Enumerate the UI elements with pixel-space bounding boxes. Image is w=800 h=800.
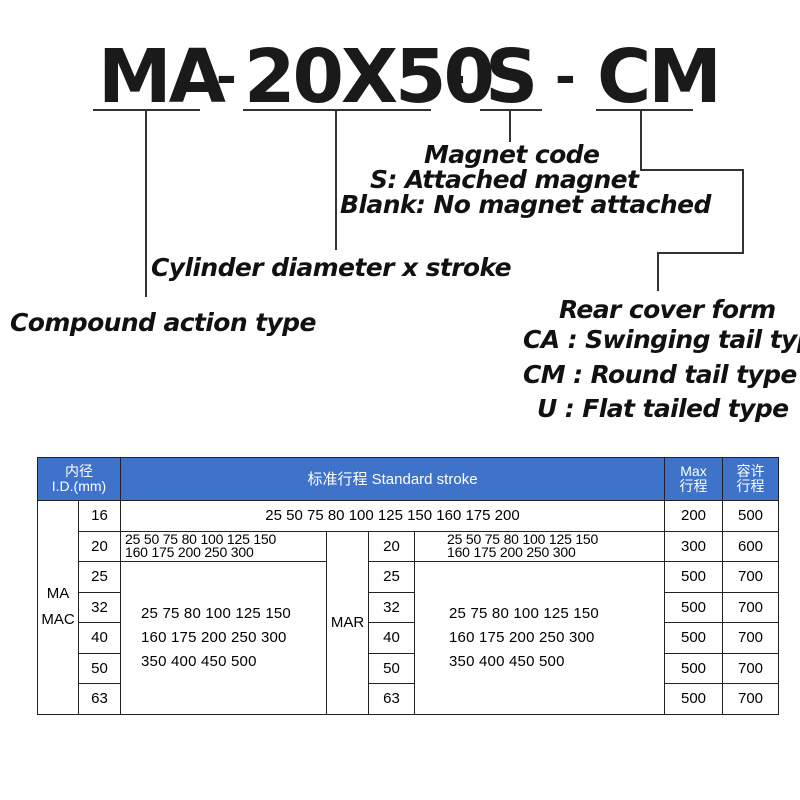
leader-cover: [640, 110, 744, 291]
allow-cell: 600: [722, 530, 779, 562]
allow-cell: 500: [722, 500, 779, 532]
table-row: 25 25 75 80 100 125 150 160 175 200 250 …: [38, 561, 779, 715]
bore-cell: 40: [78, 622, 121, 654]
table-row: 63 63 500 700: [38, 683, 779, 715]
table-row: 32 32 500 700: [38, 591, 779, 623]
max-cell: 500: [664, 591, 723, 623]
stroke-range-line2: 160 175 200 250 300: [141, 628, 287, 646]
compound-label: Compound action type: [10, 308, 316, 337]
rear-cover-title: Rear cover form: [559, 295, 776, 324]
rear-ca-label: CA : Swinging tail type: [523, 325, 800, 354]
table-row: 50 50 500 700: [38, 652, 779, 684]
type-mar: MAR: [326, 530, 369, 715]
mar-stroke-range: 25 75 80 100 125 150 160 175 200 250 300…: [414, 561, 665, 715]
magnet-blank-label: Blank: No magnet attached: [340, 190, 711, 219]
mar-bore-cell: 63: [368, 683, 415, 715]
stroke-range-line1: 25 75 80 100 125 150: [141, 604, 291, 622]
header-allow-1: 容许: [736, 463, 765, 479]
mar-bore-cell: 50: [368, 652, 415, 684]
allow-cell: 700: [722, 683, 779, 715]
mar-stroke-range-line3: 350 400 450 500: [449, 652, 565, 670]
bore-cell: 50: [78, 652, 121, 684]
type-ma-mac: MA MAC: [37, 500, 79, 715]
model-prefix: MA: [98, 34, 226, 120]
allow-cell: 700: [722, 591, 779, 623]
table-row: 40 40 500 700: [38, 622, 779, 654]
header-bore-cn: 内径: [65, 463, 93, 479]
model-magnet: S: [485, 34, 538, 120]
mar-bore-cell: 25: [368, 561, 415, 593]
dash-3: -: [555, 48, 576, 106]
stroke-20-line1: 25 50 75 80 100 125 150: [125, 531, 277, 548]
stroke-20-line2: 160 175 200 250 300: [125, 544, 254, 561]
rear-u-label: U : Flat tailed type: [537, 394, 789, 423]
mar-bore-cell: 32: [368, 591, 415, 623]
header-stroke: 标准行程 Standard stroke: [120, 457, 665, 501]
mar-stroke-range-line1: 25 75 80 100 125 150: [449, 604, 599, 622]
stroke-20: 25 50 75 80 100 125 150 160 175 200 250 …: [120, 530, 327, 562]
header-max: Max 行程: [664, 457, 723, 501]
header-max-cn: 行程: [679, 478, 708, 494]
header-bore-en: I.D.(mm): [51, 478, 107, 494]
table-row: MA MAC 16 25 50 75 80 100 125 150 160 17…: [37, 500, 779, 715]
bore-cell: 20: [78, 530, 121, 562]
dash-1: -: [216, 48, 237, 106]
mar-stroke-20: 25 50 75 80 100 125 150 160 175 200 250 …: [414, 530, 665, 562]
bore-cell: 16: [78, 500, 121, 532]
max-cell: 500: [664, 561, 723, 593]
table-header-row: 内径 I.D.(mm) 标准行程 Standard stroke Max 行程 …: [37, 457, 779, 501]
model-size: 20X50: [244, 34, 495, 120]
rear-cm-label: CM : Round tail type: [523, 360, 797, 389]
mar-stroke-range-line2: 160 175 200 250 300: [449, 628, 595, 646]
allow-cell: 700: [722, 561, 779, 593]
cylinder-label: Cylinder diameter x stroke: [151, 253, 512, 282]
type-mac: MAC: [41, 611, 75, 629]
allow-cell: 700: [722, 622, 779, 654]
stroke-table: 内径 I.D.(mm) 标准行程 Standard stroke Max 行程 …: [37, 457, 779, 715]
header-max-en: Max: [680, 463, 707, 479]
allow-cell: 700: [722, 652, 779, 684]
header-allow: 容许 行程: [722, 457, 779, 501]
max-cell: 500: [664, 652, 723, 684]
stroke-range: 25 75 80 100 125 150 160 175 200 250 300…: [120, 561, 327, 715]
mar-bore-cell: 40: [368, 622, 415, 654]
type-ma: MA: [46, 585, 70, 603]
bore-cell: 63: [78, 683, 121, 715]
max-cell: 500: [664, 683, 723, 715]
max-cell: 300: [664, 530, 723, 562]
max-cell: 500: [664, 622, 723, 654]
stroke-16: 25 50 75 80 100 125 150 160 175 200: [120, 500, 665, 532]
bore-cell: 32: [78, 591, 121, 623]
dash-2: -: [445, 48, 466, 106]
mar-stroke-20-line2: 160 175 200 250 300: [447, 544, 576, 561]
max-cell: 200: [664, 500, 723, 532]
model-cover: CM: [597, 34, 722, 120]
header-bore: 内径 I.D.(mm): [37, 457, 121, 501]
magnet-code-title: Magnet code: [424, 140, 600, 169]
magnet-attached-label: S: Attached magnet: [370, 165, 639, 194]
bore-cell: 25: [78, 561, 121, 593]
mar-stroke-20-line1: 25 50 75 80 100 125 150: [447, 531, 599, 548]
header-allow-2: 行程: [736, 478, 765, 494]
mar-bore-cell: 20: [368, 530, 415, 562]
stroke-range-line3: 350 400 450 500: [141, 652, 257, 670]
table-row: 20 25 50 75 80 100 125 150 160 175 200 2…: [38, 530, 779, 715]
